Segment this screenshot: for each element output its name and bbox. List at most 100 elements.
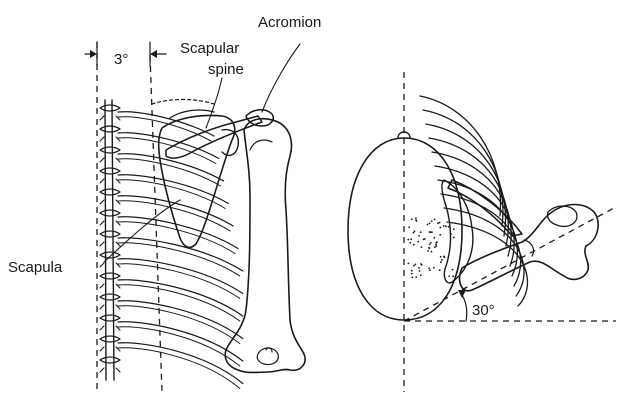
vertebra — [100, 315, 120, 321]
label-scapular-spine-line2: spine — [208, 61, 244, 78]
rib-inner — [118, 306, 240, 344]
vertebra-process — [100, 158, 120, 162]
vertebra-process — [100, 368, 120, 372]
vertebra — [100, 126, 120, 132]
stipple-dot — [415, 264, 417, 266]
stipple-dot — [452, 275, 454, 277]
vertebra — [100, 105, 120, 111]
vertebra — [100, 147, 120, 153]
stipple-dot — [429, 269, 431, 271]
stipple-dot — [439, 222, 441, 224]
vertebra-process — [100, 116, 120, 120]
angle-arc-arrowhead — [458, 290, 466, 298]
acromion-leader — [262, 44, 300, 112]
stipple-dot — [430, 242, 432, 244]
vertebra — [100, 210, 120, 216]
stipple-dot — [431, 220, 433, 222]
posterior-view: Acromion Scapular spine Scapula 3° — [8, 14, 321, 392]
stipple-dot — [443, 256, 445, 258]
stipple-dot — [421, 246, 423, 248]
vertebra — [100, 294, 120, 300]
vertebra — [100, 336, 120, 342]
vertebra-process — [100, 242, 120, 246]
stipple-dot — [417, 241, 419, 243]
label-scapula: Scapula — [8, 259, 63, 276]
stipple-dot — [439, 234, 441, 236]
stipple-dot — [420, 231, 422, 233]
stipple-dot — [410, 238, 412, 240]
stipple-dot — [440, 261, 442, 263]
label-angle-3deg: 3° — [114, 51, 128, 68]
stipple-dot — [439, 227, 441, 229]
stipple-dot — [453, 237, 455, 239]
superior-view: 30° — [348, 72, 616, 392]
stipple-dot — [434, 219, 436, 221]
label-scapular-spine-line1: Scapular — [180, 40, 239, 57]
stipple-dot — [419, 270, 421, 272]
vertebra-process — [100, 326, 120, 330]
stipple-dot — [450, 233, 452, 235]
stipple-dot — [445, 225, 447, 227]
stipple-dot — [414, 231, 416, 233]
stipple-dot — [411, 270, 413, 272]
stipple-dot — [411, 218, 413, 220]
rib-inner — [118, 117, 211, 141]
stipple-dot — [415, 217, 417, 219]
vertebral-column — [100, 100, 120, 380]
stipple-dot — [433, 237, 435, 239]
stipple-dot — [427, 224, 429, 226]
thorax-outline — [348, 138, 462, 320]
stipple-dot — [420, 275, 422, 277]
vertebra-process — [100, 305, 120, 309]
vertebra — [100, 273, 120, 279]
stipple-dot — [413, 265, 415, 267]
vertebra — [100, 189, 120, 195]
stipple-dot — [441, 259, 443, 261]
stipple-dot — [413, 244, 415, 246]
stipple-dot — [428, 267, 430, 269]
stipple-dot — [415, 276, 417, 278]
stipple-dot — [411, 277, 413, 279]
stipple-dot — [453, 228, 455, 230]
stipple-dot — [431, 251, 433, 253]
stipple-dot — [437, 222, 439, 224]
rib — [118, 175, 228, 204]
angle-arc-30deg — [460, 292, 467, 321]
stipple-dot — [418, 235, 420, 237]
stipple-dot — [435, 245, 437, 247]
scapula — [159, 110, 262, 247]
vertebra — [100, 168, 120, 174]
stipple-dot — [429, 223, 431, 225]
stipple-dot — [452, 269, 454, 271]
vertebra-process — [100, 179, 120, 183]
clavicle-outline — [152, 100, 214, 105]
stipple-dot — [420, 263, 422, 265]
stipple-dot — [439, 269, 441, 271]
vertebra — [100, 357, 120, 363]
scapular-plane-line — [404, 208, 614, 321]
stipple-dot — [428, 247, 430, 249]
scapular-plane-reference-line — [150, 55, 162, 392]
stipple-dot — [409, 242, 411, 244]
stipple-dot — [448, 226, 450, 228]
vertebra-process — [100, 284, 120, 288]
vertebra — [100, 231, 120, 237]
vertebra-process — [100, 137, 120, 141]
stipple-dot — [440, 256, 442, 258]
stipple-dot — [415, 219, 417, 221]
stipple-dot — [429, 244, 431, 246]
stipple-dot — [433, 267, 435, 269]
stipple-dot — [408, 226, 410, 228]
vertebra-process — [100, 347, 120, 351]
stipple-dot — [411, 273, 413, 275]
vertebra-process — [100, 200, 120, 204]
rib — [118, 196, 233, 226]
vertebra-process — [100, 221, 120, 225]
stipple-dot — [418, 267, 420, 269]
stipple-dot — [443, 225, 445, 227]
rib-inner — [118, 327, 240, 366]
rib-arc — [423, 110, 503, 226]
vertebra-process — [100, 263, 120, 267]
